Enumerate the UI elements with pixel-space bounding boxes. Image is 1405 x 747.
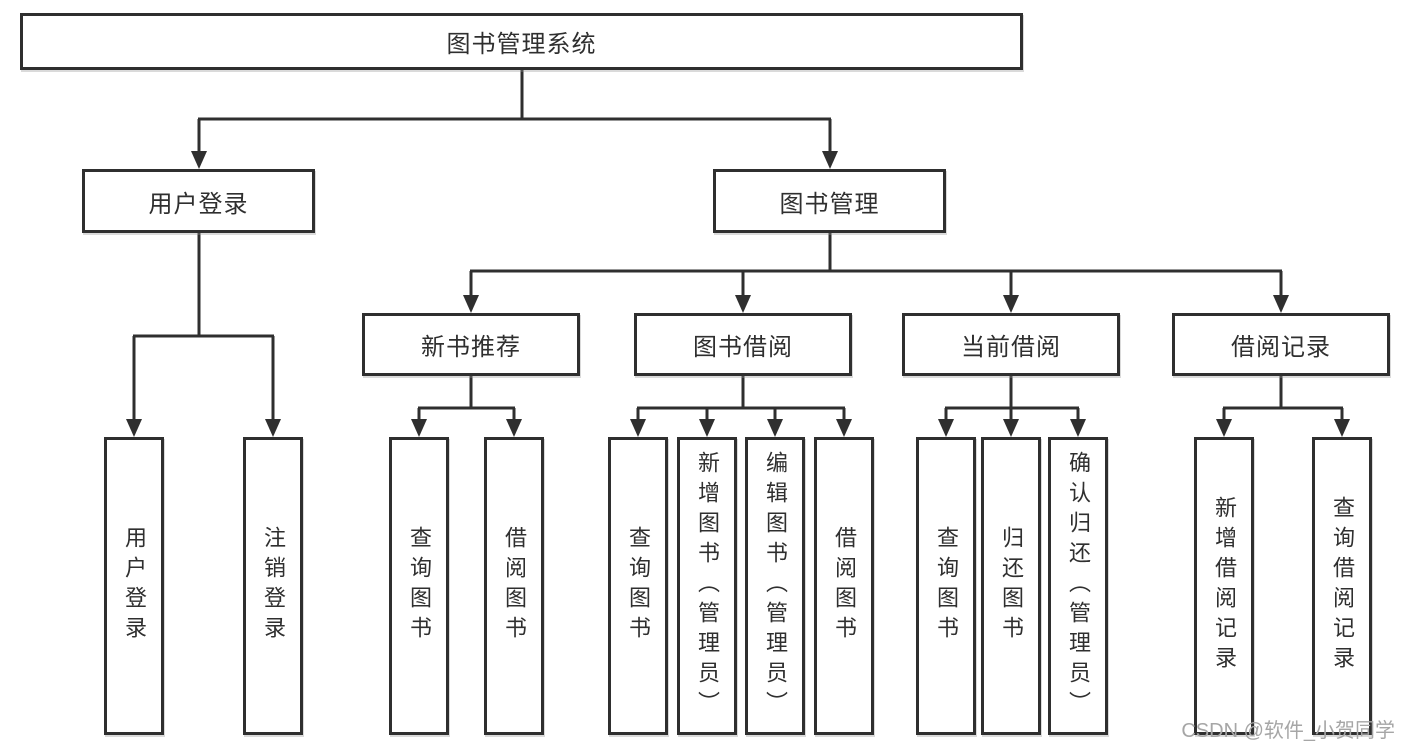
node-borrow-record: 借阅记录 — [1172, 313, 1390, 376]
leaf-query-borrow-record: 查询借阅记录 — [1312, 437, 1372, 735]
connector-paths — [132, 70, 1344, 421]
arrowhead-down — [767, 419, 783, 437]
node-book-borrow: 图书借阅 — [634, 313, 852, 376]
arrowhead-down — [1334, 419, 1350, 437]
leaf-confirm-return-admin: 确认归还（管理员） — [1048, 437, 1108, 735]
leaf-add-borrow-record: 新增借阅记录 — [1194, 437, 1254, 735]
node-user-login: 用户登录 — [82, 169, 315, 233]
arrowhead-down — [938, 419, 954, 437]
leaf-query-books: 查询图书 — [389, 437, 449, 735]
arrowhead-down — [699, 419, 715, 437]
node-book-management: 图书管理 — [713, 169, 946, 233]
node-label: 确认归还（管理员） — [1066, 451, 1091, 721]
arrowhead-down — [1216, 419, 1232, 437]
node-label: 新增借阅记录 — [1212, 496, 1237, 676]
node-label: 图书借阅 — [693, 334, 793, 361]
node-label: 用户登录 — [122, 526, 147, 646]
node-label: 用户登录 — [148, 190, 249, 218]
leaf-query-books-3: 查询图书 — [916, 437, 976, 735]
node-label: 新书推荐 — [421, 334, 521, 361]
leaf-borrow-books: 借阅图书 — [484, 437, 544, 735]
node-label: 新增图书（管理员） — [695, 451, 720, 721]
leaf-query-books-2: 查询图书 — [608, 437, 668, 735]
arrowheads — [126, 151, 1350, 437]
leaf-logout: 注销登录 — [243, 437, 303, 735]
csdn-watermark: CSDN @软件_小贺同学 — [1181, 720, 1395, 742]
node-label: 注销登录 — [261, 526, 286, 646]
node-label: 归还图书 — [999, 526, 1024, 646]
arrowhead-down — [822, 151, 838, 169]
arrowhead-down — [191, 151, 207, 169]
arrowhead-down — [1070, 419, 1086, 437]
leaf-return-books: 归还图书 — [981, 437, 1041, 735]
node-label: 借阅图书 — [502, 526, 527, 646]
node-new-book-recommend: 新书推荐 — [362, 313, 580, 376]
node-label: 查询借阅记录 — [1330, 496, 1355, 676]
node-label: 当前借阅 — [961, 334, 1061, 361]
arrowhead-down — [630, 419, 646, 437]
leaf-add-books-admin: 新增图书（管理员） — [677, 437, 737, 735]
node-label: 查询图书 — [934, 526, 959, 646]
node-label: 编辑图书（管理员） — [763, 451, 788, 721]
arrowhead-down — [126, 419, 142, 437]
leaf-edit-books-admin: 编辑图书（管理员） — [745, 437, 805, 735]
arrowhead-down — [836, 419, 852, 437]
arrowhead-down — [735, 295, 751, 313]
node-label: 借阅图书 — [832, 526, 857, 646]
arrowhead-down — [1273, 295, 1289, 313]
leaf-borrow-books-2: 借阅图书 — [814, 437, 874, 735]
arrowhead-down — [1003, 295, 1019, 313]
node-label: 查询图书 — [407, 526, 432, 646]
arrowhead-down — [411, 419, 427, 437]
arrowhead-down — [463, 295, 479, 313]
node-label: 查询图书 — [626, 526, 651, 646]
node-label: 图书管理 — [779, 190, 880, 218]
leaf-user-login: 用户登录 — [104, 437, 164, 735]
arrowhead-down — [1003, 419, 1019, 437]
node-label: 借阅记录 — [1231, 334, 1331, 361]
node-label: 图书管理系统 — [446, 31, 597, 58]
arrowhead-down — [506, 419, 522, 437]
node-current-borrow: 当前借阅 — [902, 313, 1120, 376]
node-library-management-system: 图书管理系统 — [20, 13, 1023, 70]
arrowhead-down — [265, 419, 281, 437]
